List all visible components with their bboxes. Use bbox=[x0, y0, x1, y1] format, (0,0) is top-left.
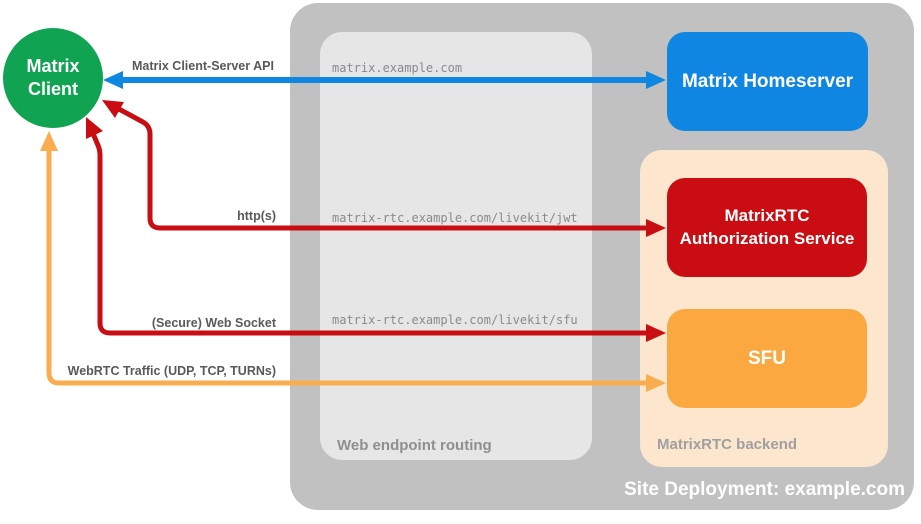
matrixrtc-authorization-service-node-label: MatrixRTC Authorization Service bbox=[679, 205, 855, 248]
matrixrtc-authorization-service-node: MatrixRTC Authorization Service bbox=[667, 178, 867, 277]
matrix-homeserver-node: Matrix Homeserver bbox=[667, 32, 868, 131]
matrix-client-node-label-line1: Matrix bbox=[26, 55, 80, 76]
matrix-homeserver-node-label: Matrix Homeserver bbox=[681, 70, 854, 92]
endpoint-livekit-jwt: matrix-rtc.example.com/livekit/jwt bbox=[332, 211, 578, 225]
endpoint-livekit-sfu: matrix-rtc.example.com/livekit/sfu bbox=[332, 313, 578, 327]
web-endpoint-routing-zone bbox=[320, 32, 592, 460]
web-endpoint-routing-label: Web endpoint routing bbox=[337, 437, 492, 454]
endpoint-matrix-example-com: matrix.example.com bbox=[332, 61, 463, 75]
client-server-api-arrowhead-left bbox=[103, 71, 123, 89]
matrix-client-node-label-line2: Client bbox=[27, 79, 78, 99]
site-deployment-footer: Site Deployment: example.com bbox=[624, 479, 905, 500]
websocket-arrowhead-client bbox=[86, 117, 103, 139]
sfu-node: SFU bbox=[667, 309, 867, 408]
https-arrow-label: http(s) bbox=[237, 209, 276, 223]
webrtc-traffic-arrowhead-client bbox=[40, 131, 58, 151]
https-arrowhead-client bbox=[102, 100, 124, 118]
websocket-arrow-label: (Secure) Web Socket bbox=[151, 316, 276, 330]
webrtc-traffic-arrow-label: WebRTC Traffic (UDP, TCP, TURNs) bbox=[67, 364, 276, 378]
matrix-client-node: Matrix Client bbox=[3, 28, 103, 128]
matrixrtc-backend-label: MatrixRTC backend bbox=[657, 436, 798, 453]
sfu-node-label: SFU bbox=[748, 347, 786, 369]
client-server-api-arrow-label: Matrix Client-Server API bbox=[132, 59, 274, 73]
